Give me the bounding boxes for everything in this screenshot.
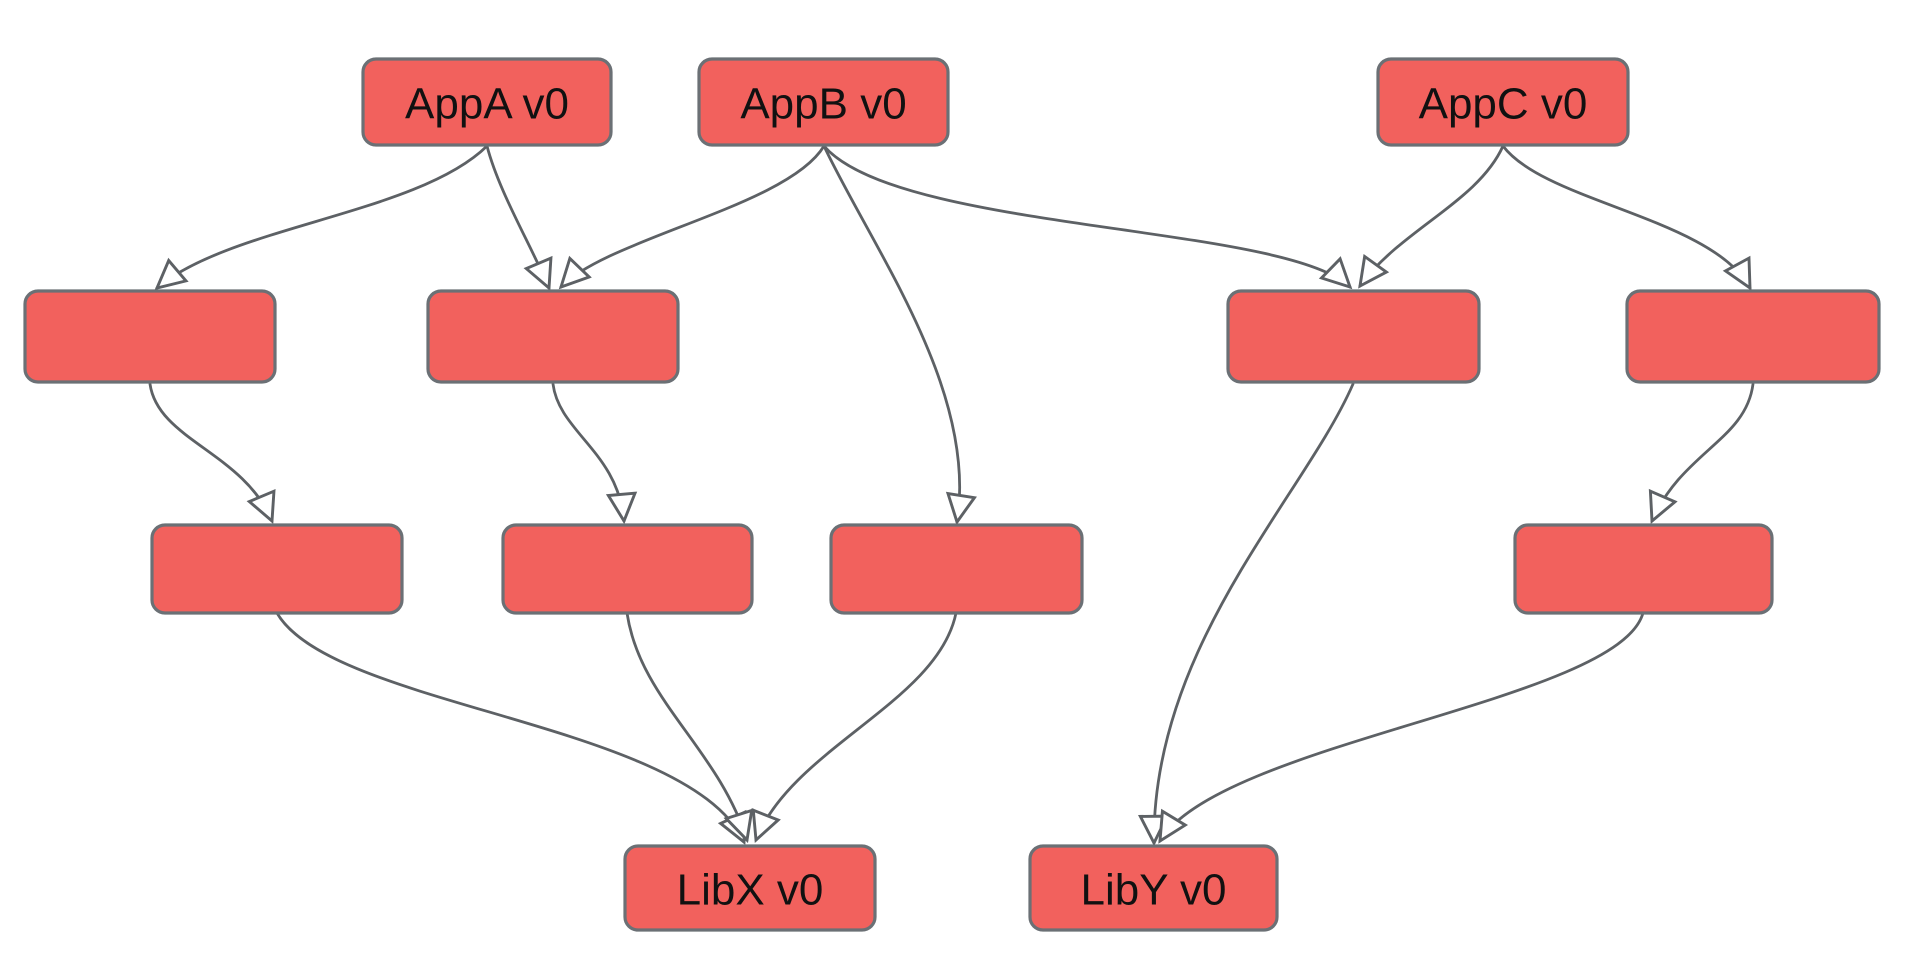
edge-dep3-to-libY xyxy=(1138,382,1355,847)
node-appB: AppB v0 xyxy=(697,57,950,147)
edge-layer xyxy=(148,144,1755,847)
edge-appB-to-dep3 xyxy=(822,144,1353,290)
edge-dep8-to-libY xyxy=(1158,611,1645,844)
node-appA: AppA v0 xyxy=(361,57,613,147)
node-label-appC: AppC v0 xyxy=(1419,80,1588,129)
node-box-appB xyxy=(697,57,950,147)
node-libX: LibX v0 xyxy=(623,844,877,932)
edge-dep7-to-libX xyxy=(751,611,958,844)
node-dep6 xyxy=(501,523,754,615)
node-dep2 xyxy=(426,289,680,384)
node-box-libX xyxy=(623,844,877,932)
node-box-dep6 xyxy=(501,523,754,615)
node-libY: LibY v0 xyxy=(1028,844,1279,932)
node-dep5 xyxy=(150,523,404,615)
edge-appA-to-dep2 xyxy=(485,144,553,292)
node-dep7 xyxy=(829,523,1084,615)
node-dep8 xyxy=(1513,523,1774,615)
node-box-appA xyxy=(361,57,613,147)
node-layer: AppA v0 AppB v0 AppC v0 LibX v0 LibY v0 xyxy=(23,57,1881,932)
edge-appC-to-dep4 xyxy=(1501,144,1752,291)
edge-dep4-to-dep8 xyxy=(1648,382,1755,524)
node-dep3 xyxy=(1226,289,1481,384)
node-box-dep7 xyxy=(829,523,1084,615)
node-box-dep1 xyxy=(23,289,277,384)
node-box-libY xyxy=(1028,844,1279,932)
node-box-dep2 xyxy=(426,289,680,384)
node-dep4 xyxy=(1625,289,1881,384)
edge-dep1-to-dep5 xyxy=(148,382,276,525)
node-label-libY: LibY v0 xyxy=(1081,866,1227,915)
edge-appC-to-dep3 xyxy=(1358,144,1505,289)
edge-appB-to-dep2 xyxy=(558,144,826,290)
node-label-appB: AppB v0 xyxy=(740,80,906,129)
edge-appB-to-dep7 xyxy=(822,144,977,526)
node-box-dep5 xyxy=(150,523,404,615)
node-box-dep8 xyxy=(1513,523,1774,615)
node-box-dep4 xyxy=(1625,289,1881,384)
node-dep1 xyxy=(23,289,277,384)
edge-appA-to-dep1 xyxy=(154,144,489,291)
edge-dep6-to-libX xyxy=(625,611,754,844)
node-label-libX: LibX v0 xyxy=(677,866,824,915)
node-label-appA: AppA v0 xyxy=(405,80,569,129)
node-box-appC xyxy=(1376,57,1630,147)
edge-dep5-to-libX xyxy=(275,611,747,845)
edge-dep2-to-dep6 xyxy=(551,382,638,525)
node-box-dep3 xyxy=(1226,289,1481,384)
node-appC: AppC v0 xyxy=(1376,57,1630,147)
